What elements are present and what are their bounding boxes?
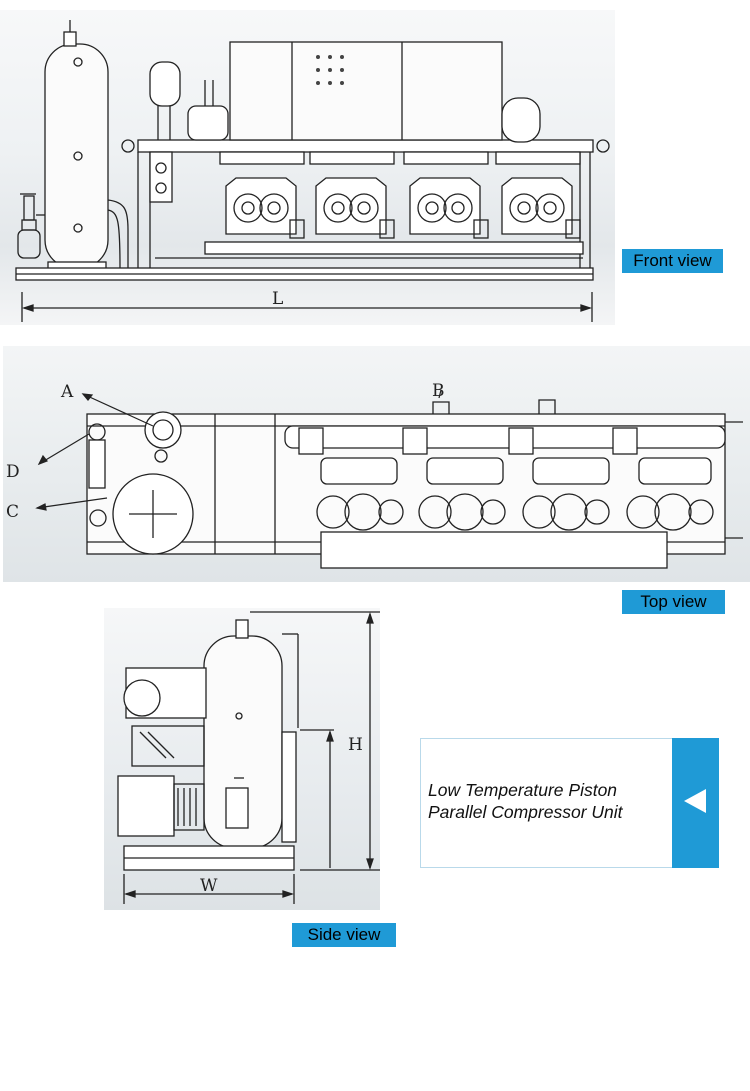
compressor-2 <box>309 151 395 239</box>
top-view-drawing: A B C D <box>3 346 750 582</box>
triangle-left-icon <box>684 789 706 813</box>
dimension-label-l: L <box>272 289 283 309</box>
product-title: Low Temperature Piston Parallel Compress… <box>428 780 623 822</box>
dimension-label-w: W <box>200 876 218 896</box>
suction-header <box>284 425 726 449</box>
compressor-3 <box>403 151 489 239</box>
side-bracket <box>281 731 297 843</box>
product-title-card: Low Temperature Piston Parallel Compress… <box>420 738 719 868</box>
receiver-top <box>89 473 194 555</box>
compressor-1 <box>219 151 305 239</box>
receiver-tank <box>44 20 109 271</box>
compressor-top-1 <box>298 427 404 531</box>
prev-arrow-button[interactable] <box>672 738 719 868</box>
side-view-drawing: H W <box>104 608 380 910</box>
compressor-4 <box>495 151 581 239</box>
dimension-label-h: H <box>348 735 363 755</box>
dimension-line-width <box>123 874 295 904</box>
dimension-line-height <box>250 611 380 871</box>
compressor-top-2 <box>402 427 506 531</box>
receiver-tank-side <box>203 619 299 849</box>
side-view-label: Side view <box>292 923 396 947</box>
valve-assembly <box>17 193 45 259</box>
callout-b: B <box>432 381 445 401</box>
oil-separator <box>149 61 229 141</box>
valve-top <box>88 423 106 489</box>
side-equipment <box>117 667 207 837</box>
compressor-top-3 <box>508 427 610 531</box>
front-view-label: Front view <box>622 249 723 273</box>
callout-a: A <box>60 382 74 402</box>
front-view-drawing: L <box>0 10 615 325</box>
callout-c: C <box>6 502 19 522</box>
compressor-rail <box>204 241 584 255</box>
compressor-top-4 <box>612 427 714 531</box>
callout-d: D <box>6 462 20 482</box>
rack-frame <box>107 139 610 269</box>
header-tank <box>501 97 541 143</box>
dimension-line-length <box>21 292 593 322</box>
oil-separator-top <box>144 411 182 463</box>
top-view-label: Top view <box>622 590 725 614</box>
control-cabinet <box>229 41 503 141</box>
lower-rail <box>320 531 668 569</box>
